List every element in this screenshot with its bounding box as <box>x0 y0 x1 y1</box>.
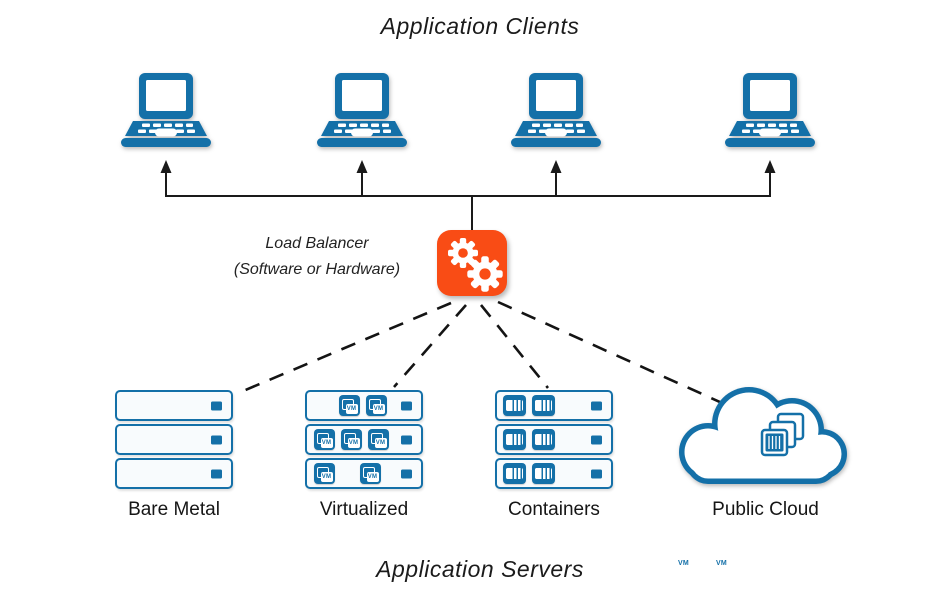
vm-label: VM <box>320 437 333 448</box>
server-row <box>495 390 613 421</box>
container-box-glyph <box>535 400 552 411</box>
server-led-icon <box>211 469 222 478</box>
client-laptop-icon-1 <box>121 73 211 147</box>
vm-label: VM <box>714 557 729 570</box>
vm-label: VM <box>374 437 387 448</box>
client-laptop-icon-3 <box>511 73 601 147</box>
container-icon <box>503 429 526 450</box>
vm-label: VM <box>347 437 360 448</box>
title-application-clients: Application Clients <box>380 13 580 39</box>
container-box-glyph <box>535 434 552 445</box>
container-box-glyph <box>506 400 523 411</box>
vm-icon: VM <box>368 429 389 450</box>
server-row: VM VM VM <box>305 424 423 455</box>
vm-icon: VM <box>341 429 362 450</box>
label-containers: Containers <box>508 499 600 520</box>
vm-label: VM <box>676 557 691 570</box>
server-row <box>115 458 233 489</box>
label-virtualized: Virtualized <box>319 499 409 520</box>
vm-label: VM <box>366 471 379 482</box>
server-stack-bare-metal <box>115 390 233 492</box>
container-icon <box>532 463 555 484</box>
container-box-glyph <box>506 468 523 479</box>
server-led-icon <box>591 401 602 410</box>
server-led-icon <box>401 435 412 444</box>
load-balancer-name: Load Balancer <box>265 235 369 252</box>
server-row <box>495 424 613 455</box>
server-led-icon <box>401 401 412 410</box>
vm-back-pane <box>697 576 711 590</box>
server-row <box>115 390 233 421</box>
label-public-cloud: Public Cloud <box>712 499 819 520</box>
vm-label: VM <box>345 403 358 414</box>
load-balancer-box <box>437 230 507 296</box>
container-icon <box>532 429 555 450</box>
load-balancer-subtitle: (Software or Hardware) <box>233 261 401 278</box>
load-balancer-label: Load Balancer (Software or Hardware) <box>203 231 431 283</box>
public-cloud-group: VM VM <box>672 380 852 590</box>
container-box-glyph <box>535 468 552 479</box>
server-led-icon <box>211 435 222 444</box>
server-row <box>115 424 233 455</box>
vm-icon: VM <box>360 463 381 484</box>
server-row: VM VM <box>305 390 423 421</box>
server-row: VM VM <box>305 458 423 489</box>
container-stack-icon <box>760 412 805 457</box>
vm-icon: VM <box>366 395 387 416</box>
client-laptop-icon-2 <box>317 73 407 147</box>
server-stack-virtualized: VM VM VM VM VM VM VM <box>305 390 423 492</box>
server-row <box>495 458 613 489</box>
server-stack-containers <box>495 390 613 492</box>
vm-label: VM <box>372 403 385 414</box>
container-icon <box>503 463 526 484</box>
server-led-icon <box>401 469 412 478</box>
client-laptop-icon-4 <box>725 73 815 147</box>
gears-icon <box>448 238 503 292</box>
cloud-icon <box>679 387 847 484</box>
container-icon <box>532 395 555 416</box>
vm-icon: VM <box>314 429 335 450</box>
container-icon <box>503 395 526 416</box>
server-led-icon <box>591 435 602 444</box>
vm-icon: VM <box>314 463 335 484</box>
vm-back-pane <box>735 576 749 590</box>
title-application-servers: Application Servers <box>376 556 584 582</box>
server-led-icon <box>591 469 602 478</box>
vm-icon: VM <box>339 395 360 416</box>
server-led-icon <box>211 401 222 410</box>
vm-label: VM <box>320 471 333 482</box>
container-box-glyph <box>506 434 523 445</box>
label-bare-metal: Bare Metal <box>128 499 220 520</box>
